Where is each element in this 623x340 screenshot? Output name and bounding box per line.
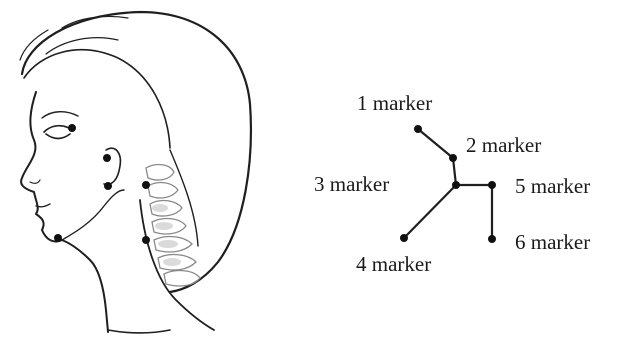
marker-label-4: 4 marker xyxy=(356,252,431,276)
nostril xyxy=(30,180,40,183)
marker-label-1: 1 marker xyxy=(357,91,432,115)
eyebrow xyxy=(42,112,78,118)
head-illustration xyxy=(20,12,251,333)
head-marker-4 xyxy=(54,234,62,242)
head-marker-2 xyxy=(103,154,111,162)
schematic-marker-2 xyxy=(449,154,457,162)
marker-label-3: 3 marker xyxy=(314,172,389,196)
link-2-3 xyxy=(453,158,456,185)
cervical-spine xyxy=(146,165,200,286)
link-1-2 xyxy=(418,129,453,158)
schematic-marker-3 xyxy=(452,181,460,189)
schematic-marker-6 xyxy=(488,235,496,243)
jaw-line xyxy=(62,190,124,240)
hair-back xyxy=(170,150,198,246)
marker-label-6: 6 marker xyxy=(515,230,590,254)
schematic-marker-4 xyxy=(400,234,408,242)
marker-schematic: 1 marker 2 marker 3 marker 4 marker 5 ma… xyxy=(314,91,590,276)
face-profile xyxy=(21,92,108,332)
head-marker-1 xyxy=(68,124,76,132)
shoulder xyxy=(108,330,170,333)
marker-label-2: 2 marker xyxy=(466,133,541,157)
schematic-marker-1 xyxy=(414,125,422,133)
eye xyxy=(44,126,72,139)
link-3-4 xyxy=(404,185,456,238)
schematic-marker-5 xyxy=(488,181,496,189)
head-marker-3 xyxy=(104,182,112,190)
ear xyxy=(104,148,120,184)
hair-strand xyxy=(46,38,118,54)
head-marker-5 xyxy=(142,181,150,189)
hair-strand xyxy=(20,30,48,60)
head-marker-6 xyxy=(142,236,150,244)
marker-label-5: 5 marker xyxy=(515,174,590,198)
